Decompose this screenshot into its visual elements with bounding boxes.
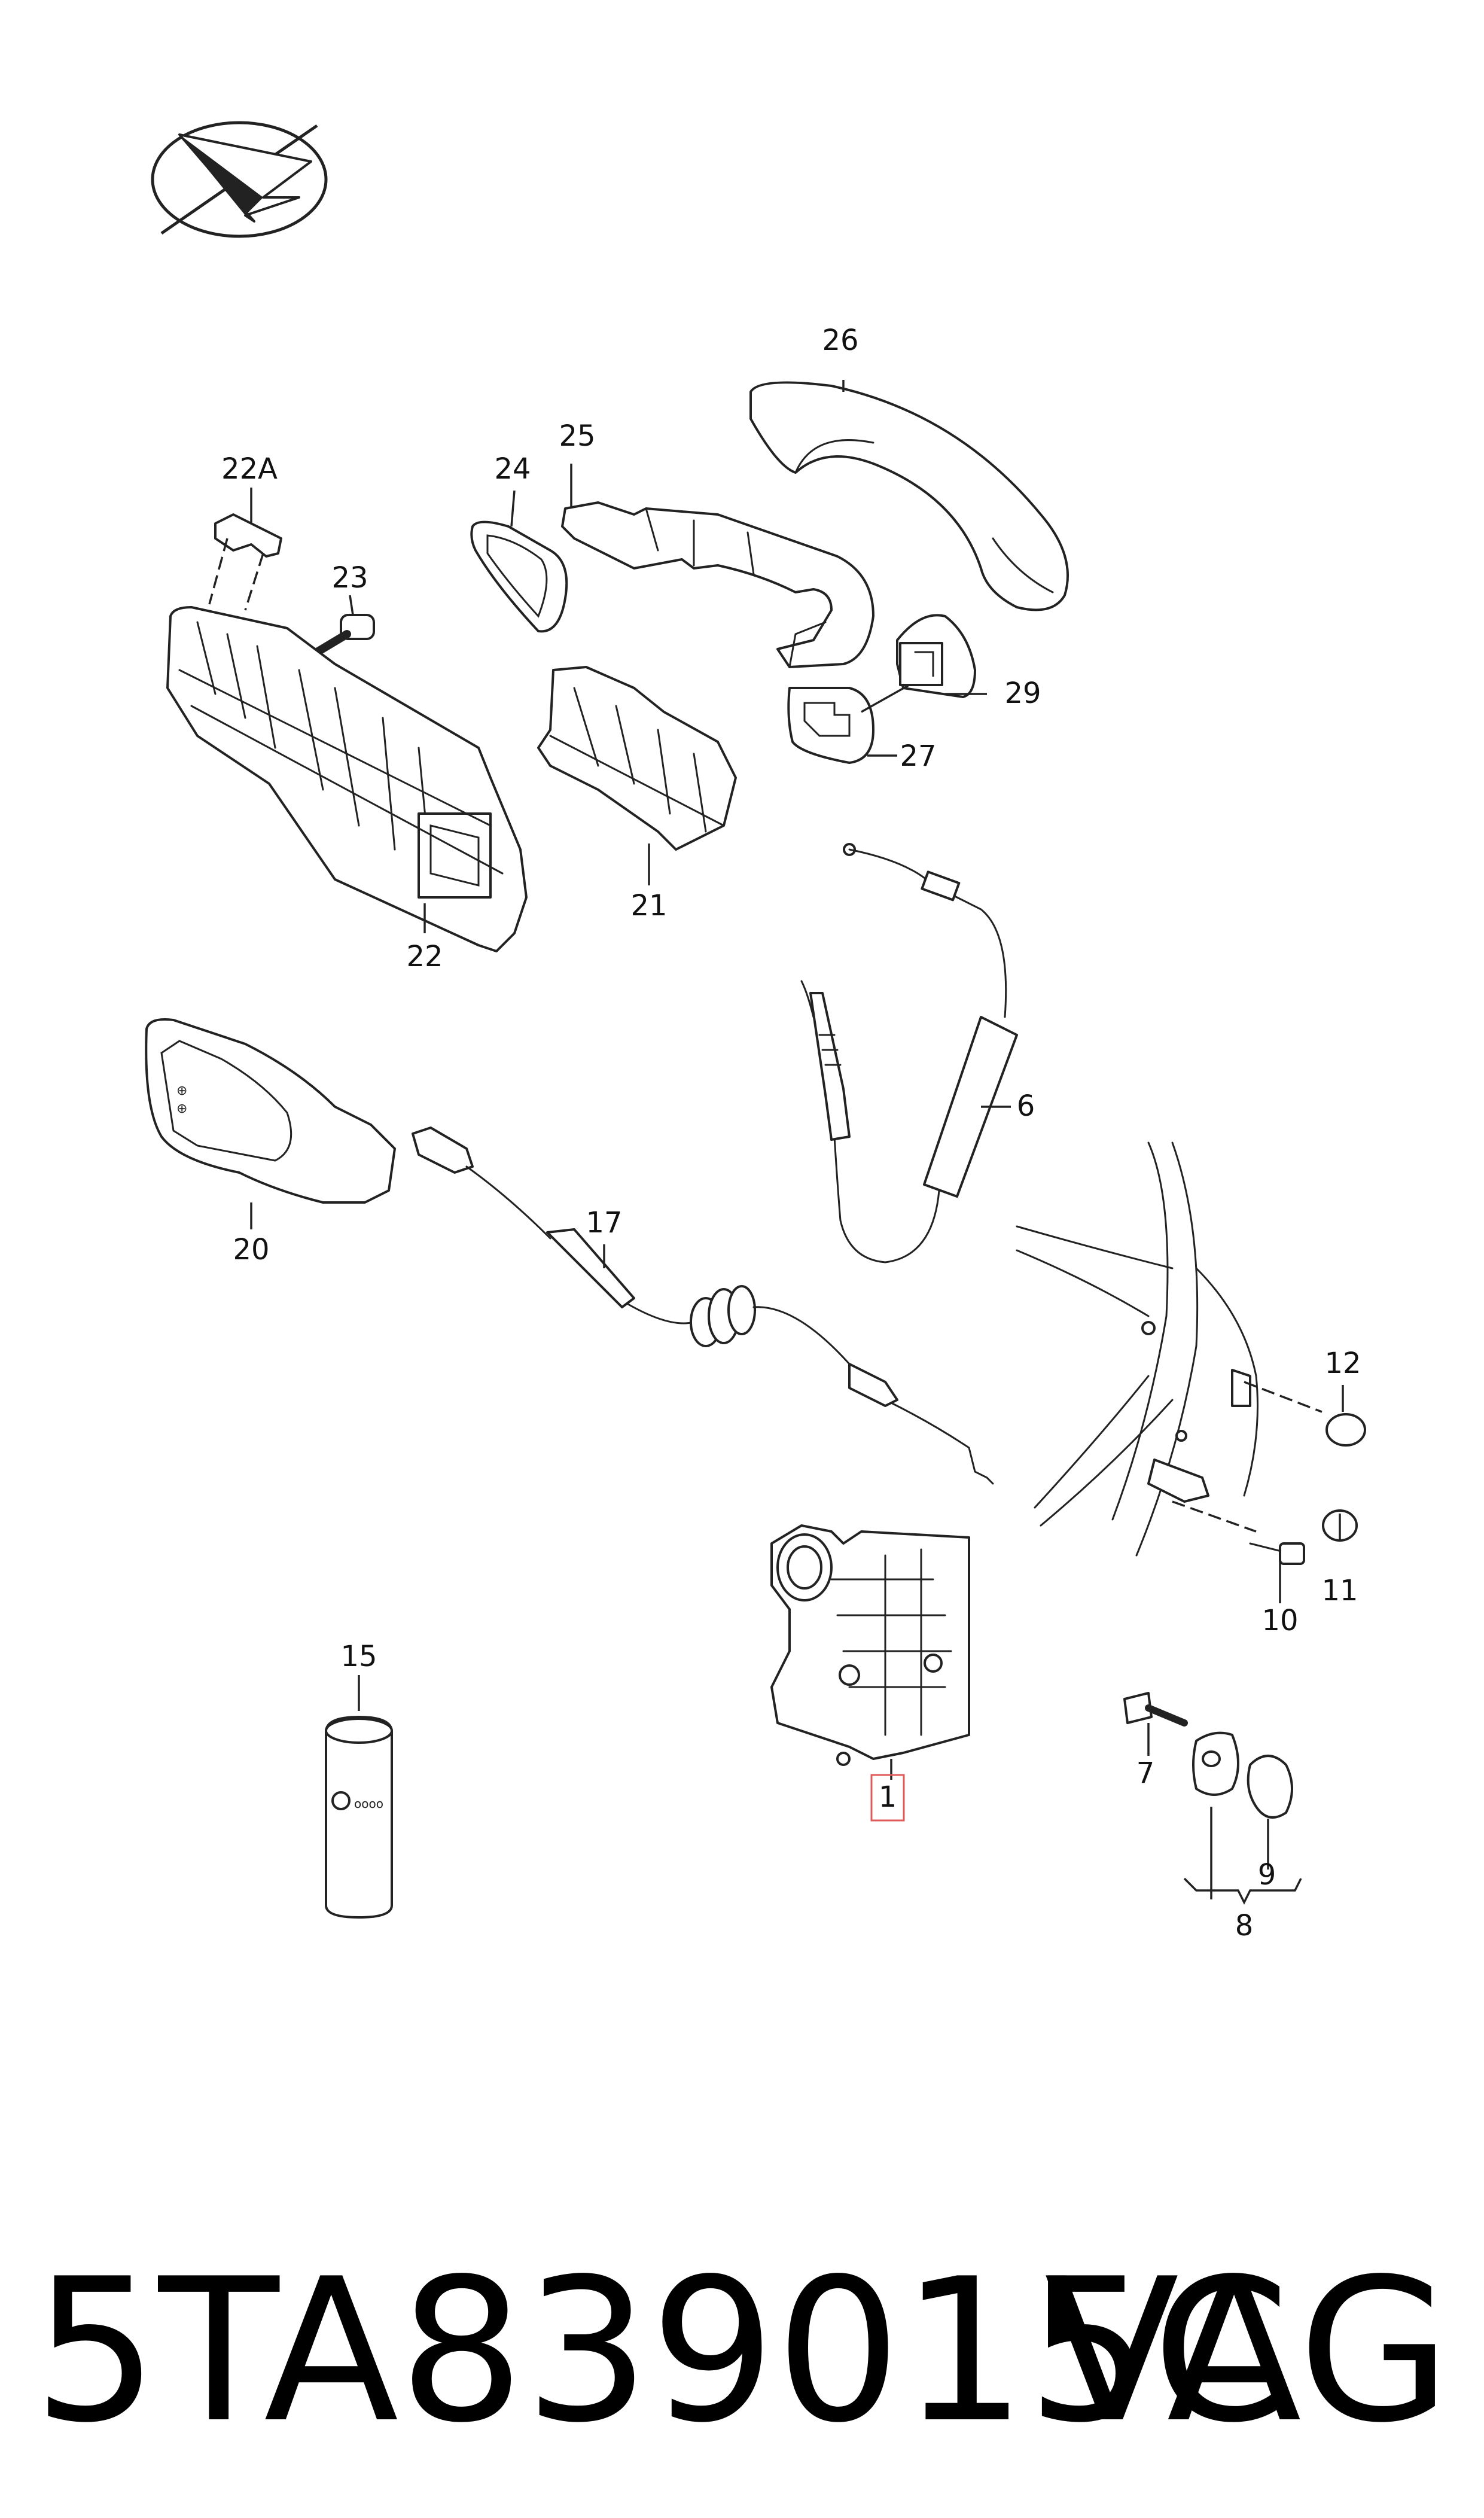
label-10: 10: [1261, 1604, 1298, 1637]
label-27: 27: [900, 739, 936, 773]
label-11: 11: [1321, 1574, 1358, 1607]
label-9: 9: [1258, 1858, 1276, 1892]
door-frame-outline: [1016, 1141, 1323, 1557]
part-12-cap: [1325, 1413, 1366, 1447]
part-25-outer-handle: [561, 501, 874, 668]
svg-text:oooo: oooo: [354, 1797, 383, 1811]
label-12: 12: [1324, 1347, 1361, 1380]
label-22a: 22A: [221, 452, 278, 486]
part-10-bolt: [1249, 1542, 1305, 1565]
part-6-cable: [800, 843, 1018, 1263]
callout-labels: 26 25 24 22A 23 29 27 21 22 6 20 17 12 1…: [221, 324, 1361, 1942]
highlight-box: [870, 1774, 905, 1822]
part-1-door-lock: [770, 1524, 970, 1766]
svg-text:⊕: ⊕: [176, 1101, 187, 1116]
label-23: 23: [331, 561, 368, 595]
label-25: 25: [559, 419, 595, 453]
label-20: 20: [233, 1233, 269, 1266]
part-number-text: 5TA839015C: [33, 2236, 1290, 2466]
label-26: 26: [822, 324, 858, 357]
brand-text: VAG: [1044, 2236, 1451, 2466]
part-9-shim: [1247, 1755, 1293, 1819]
part-22a-clip: [214, 513, 282, 558]
part-22-carrier-frame: [166, 606, 528, 952]
label-21: 21: [630, 889, 667, 922]
label-15: 15: [340, 1640, 377, 1673]
part-15-spray-can: oooo: [325, 1716, 393, 1919]
svg-text:⊕: ⊕: [176, 1083, 187, 1098]
label-8: 8: [1235, 1909, 1254, 1942]
label-7: 7: [1136, 1756, 1155, 1790]
label-1: 1: [879, 1780, 897, 1814]
part-20-inner-handle: ⊕ ⊕: [145, 1018, 396, 1204]
part-8-striker: [1192, 1731, 1239, 1796]
part-23-screw: [313, 614, 375, 656]
label-6: 6: [1017, 1089, 1035, 1123]
part-24-gasket: [470, 520, 568, 633]
part-17-cable: [412, 1126, 994, 1485]
part-27-cover-plate: [787, 687, 874, 764]
label-29: 29: [1004, 677, 1041, 710]
orientation-icon: [151, 121, 328, 238]
part-21-bracket: [537, 666, 737, 851]
part-7-screw: [1123, 1692, 1188, 1727]
label-24: 24: [494, 452, 531, 486]
label-17: 17: [586, 1206, 622, 1240]
label-22: 22: [406, 940, 443, 973]
part-26-handle-cover: [749, 381, 1069, 611]
leader-lines: [208, 380, 1344, 1905]
